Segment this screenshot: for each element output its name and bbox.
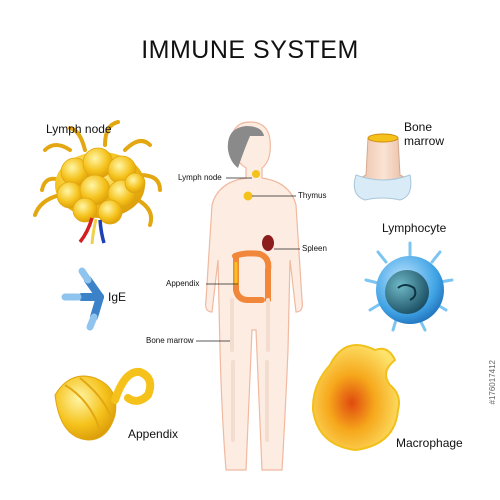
- body-label-bone-marrow: Bone marrow: [146, 336, 194, 345]
- body-label-spleen: Spleen: [302, 244, 327, 253]
- label-macrophage: Macrophage: [396, 436, 463, 450]
- appendix-illustration: [54, 367, 155, 441]
- label-pointers: [196, 177, 300, 342]
- lymph-node-illustration: [33, 120, 162, 245]
- label-appendix: Appendix: [128, 427, 179, 441]
- macrophage-illustration: [311, 344, 400, 452]
- label-bone-marrow: Bone marrow: [404, 120, 445, 148]
- label-lymphocyte: Lymphocyte: [382, 221, 447, 235]
- lymphocyte-illustration: [364, 241, 454, 332]
- body-label-appendix: Appendix: [166, 279, 200, 288]
- human-body-figure: [205, 121, 303, 471]
- body-label-thymus: Thymus: [298, 191, 327, 200]
- stock-watermark-id: #176017412: [488, 360, 497, 405]
- page-title: IMMUNE SYSTEM: [141, 36, 359, 64]
- bone-marrow-illustration: [353, 133, 412, 201]
- body-label-lymph-node: Lymph node: [178, 173, 222, 182]
- label-lymph-node: Lymph node: [46, 122, 112, 136]
- label-ige: IgE: [108, 290, 127, 304]
- ige-antibody-illustration: [61, 267, 104, 331]
